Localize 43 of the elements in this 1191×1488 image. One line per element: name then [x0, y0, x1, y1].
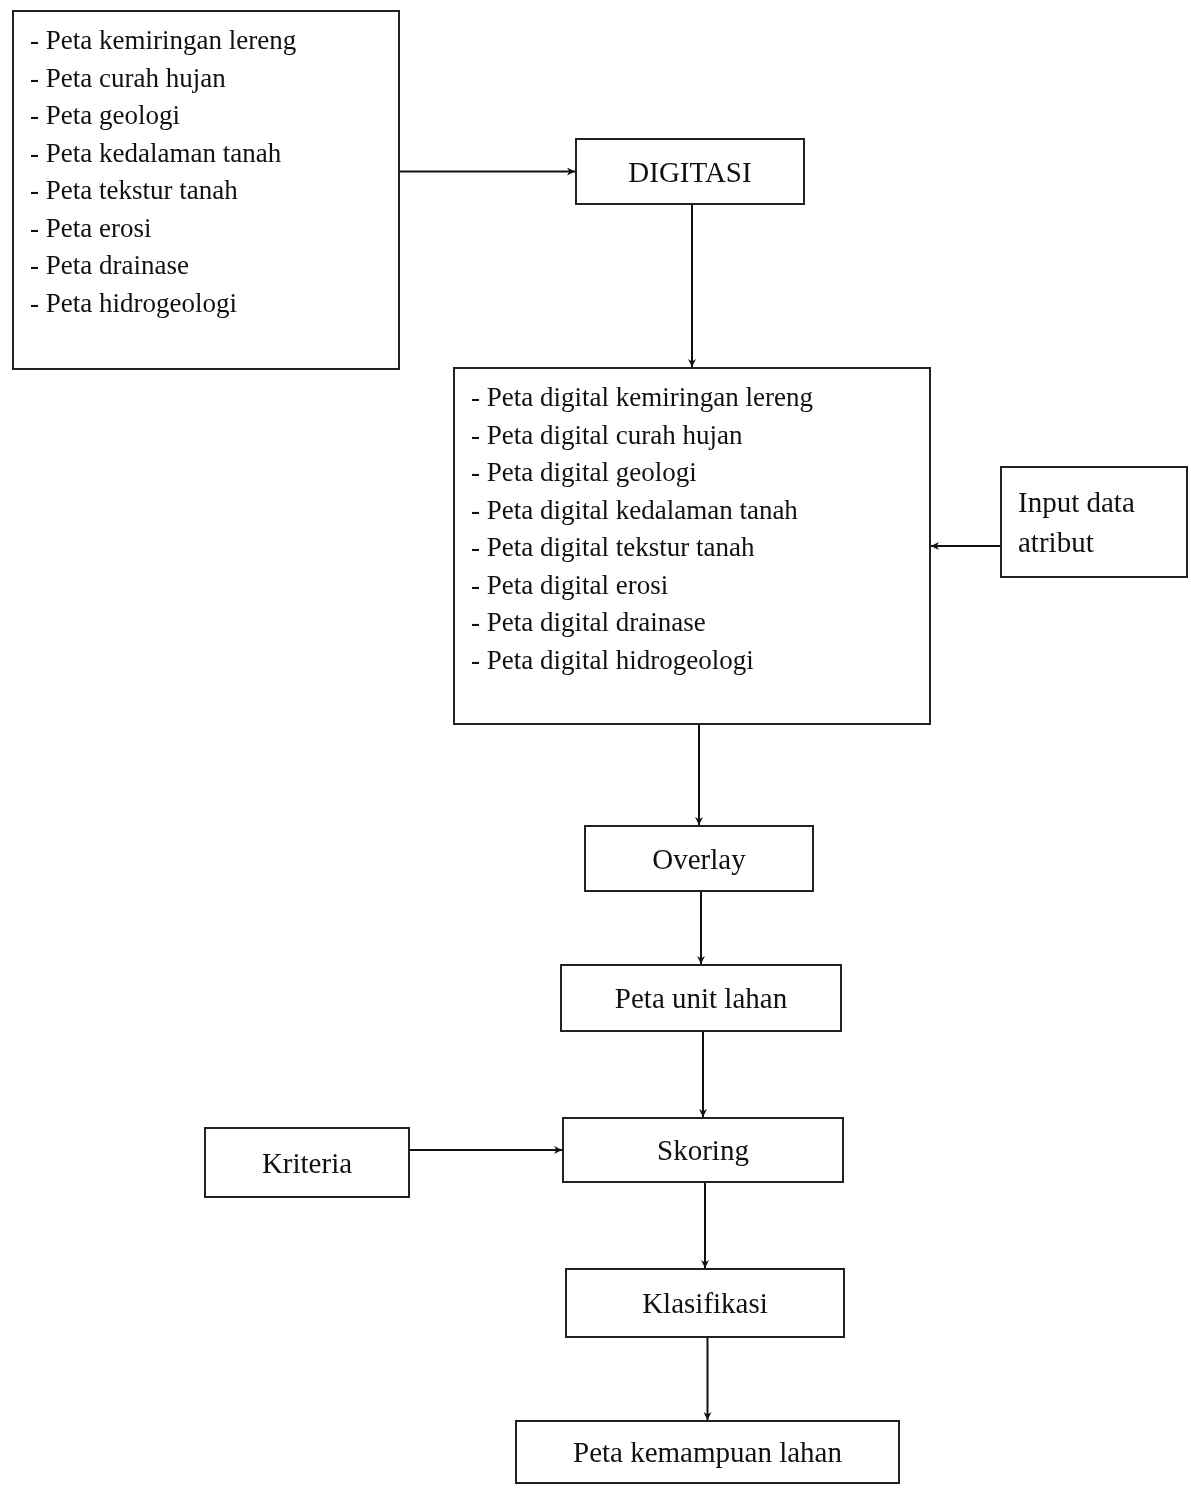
list-item: - Peta digital curah hujan — [471, 418, 743, 452]
arrow — [695, 724, 703, 826]
box-label: Peta unit lahan — [614, 981, 788, 1016]
arrow — [699, 1031, 707, 1118]
box-label: Peta kemampuan lahan — [573, 1435, 842, 1470]
arrow — [688, 204, 696, 368]
list-item: - Peta digital kedalaman tanah — [471, 493, 798, 527]
process-box — [562, 1117, 844, 1183]
process-box — [1000, 466, 1188, 578]
list-item: - Peta hidrogeologi — [30, 286, 237, 320]
list-item: - Peta digital erosi — [471, 568, 669, 602]
process-box — [560, 964, 842, 1032]
list-item: - Peta tekstur tanah — [30, 174, 238, 207]
process-box — [575, 138, 805, 205]
list-box — [453, 367, 931, 725]
list-item: - Peta digital drainase — [471, 606, 706, 639]
process-box — [584, 825, 814, 892]
list-item: - Peta digital tekstur tanah — [471, 531, 755, 564]
box-label: Klasifikasi — [642, 1286, 768, 1321]
arrow — [697, 891, 705, 965]
process-box — [565, 1268, 845, 1338]
box-label: Overlay — [652, 841, 746, 877]
box-label: DIGITASI — [628, 154, 752, 190]
list-item: - Peta drainase — [30, 249, 189, 282]
box-label: Skoring — [657, 1133, 749, 1168]
list-item: - Peta digital geologi — [471, 456, 697, 489]
list-item: - Peta erosi — [30, 211, 152, 245]
list-box — [12, 10, 400, 370]
arrow — [409, 1146, 563, 1154]
box-label: Input data atribut — [1018, 485, 1136, 560]
arrow — [930, 542, 1001, 550]
list-item: - Peta digital kemiringan lereng — [471, 381, 813, 414]
list-item: - Peta curah hujan — [30, 61, 226, 95]
arrow — [703, 1337, 712, 1421]
list-item: - Peta geologi — [30, 99, 180, 132]
list-item: - Peta digital hidrogeologi — [471, 643, 754, 677]
process-box — [515, 1420, 900, 1484]
arrow — [399, 167, 576, 176]
list-item: - Peta kedalaman tanah — [30, 136, 282, 170]
box-label: Kriteria — [261, 1145, 353, 1181]
process-box — [204, 1127, 410, 1198]
arrow — [701, 1182, 709, 1269]
list-item: - Peta kemiringan lereng — [30, 24, 297, 57]
